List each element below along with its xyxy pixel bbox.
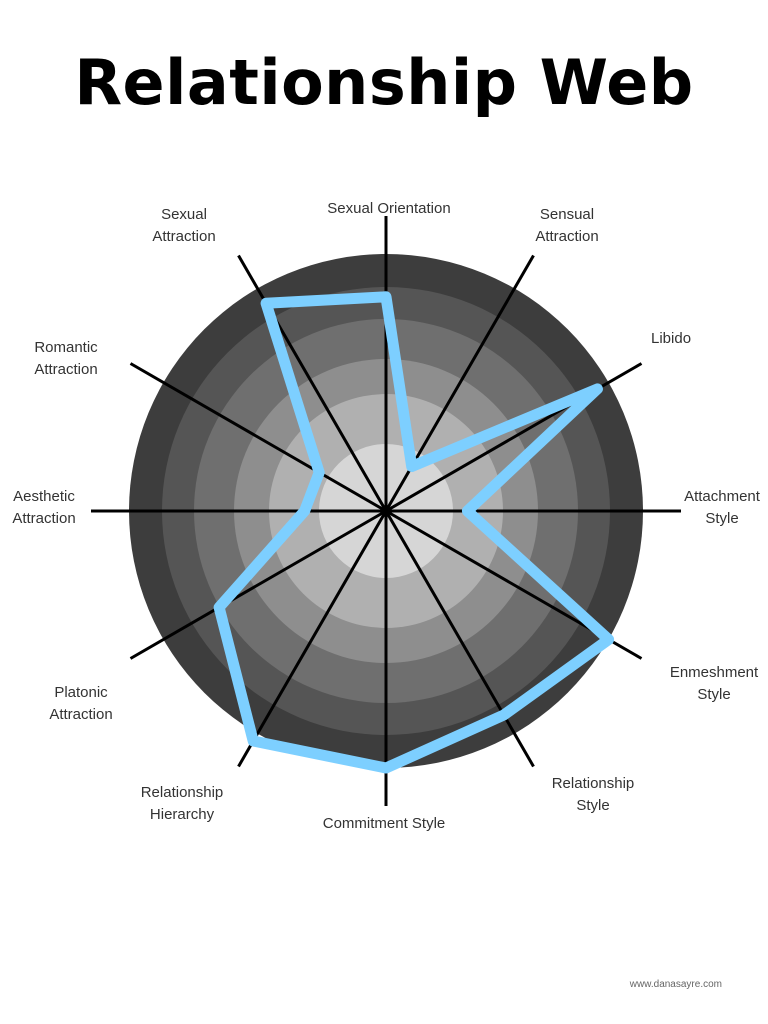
label-line: Attachment [684,488,761,505]
label-line: Sexual [161,206,207,223]
label-line: Enmeshment [670,664,759,681]
label-libido: Libido [651,330,691,347]
label-line: Attraction [152,228,215,245]
label-line: Relationship [141,784,224,801]
label-line: Attraction [12,510,75,527]
spoke-relationship-hierarchy [237,510,388,768]
spoke-relationship-style [384,510,535,768]
label-line: Attraction [535,228,598,245]
label-line: Libido [651,330,691,347]
label-line: Style [576,797,609,814]
label-line: Romantic [34,339,98,356]
label-line: Sexual Orientation [327,200,450,217]
web-outline [213,291,615,774]
label-sexual-orientation: Sexual Orientation [327,200,450,217]
label-line: Relationship [552,775,635,792]
web-spokes [91,216,681,806]
label-line: Commitment Style [323,815,446,832]
label-line: Aesthetic [13,488,75,505]
label-line: Style [697,686,730,703]
profile-outline [213,291,615,774]
label-line: Platonic [54,684,108,701]
page-title: Relationship Web [74,46,694,119]
spoke-sexual-attraction [237,254,388,512]
spoke-romantic-attraction [129,362,387,513]
label-line: Attraction [49,706,112,723]
label-line: Style [705,510,738,527]
label-line: Hierarchy [150,806,215,823]
label-commitment-style: Commitment Style [323,815,446,832]
label-line: Sensual [540,206,594,223]
label-line: Attraction [34,361,97,378]
website-credit: www.danasayre.com [629,979,722,990]
spoke-platonic-attraction [129,509,387,660]
